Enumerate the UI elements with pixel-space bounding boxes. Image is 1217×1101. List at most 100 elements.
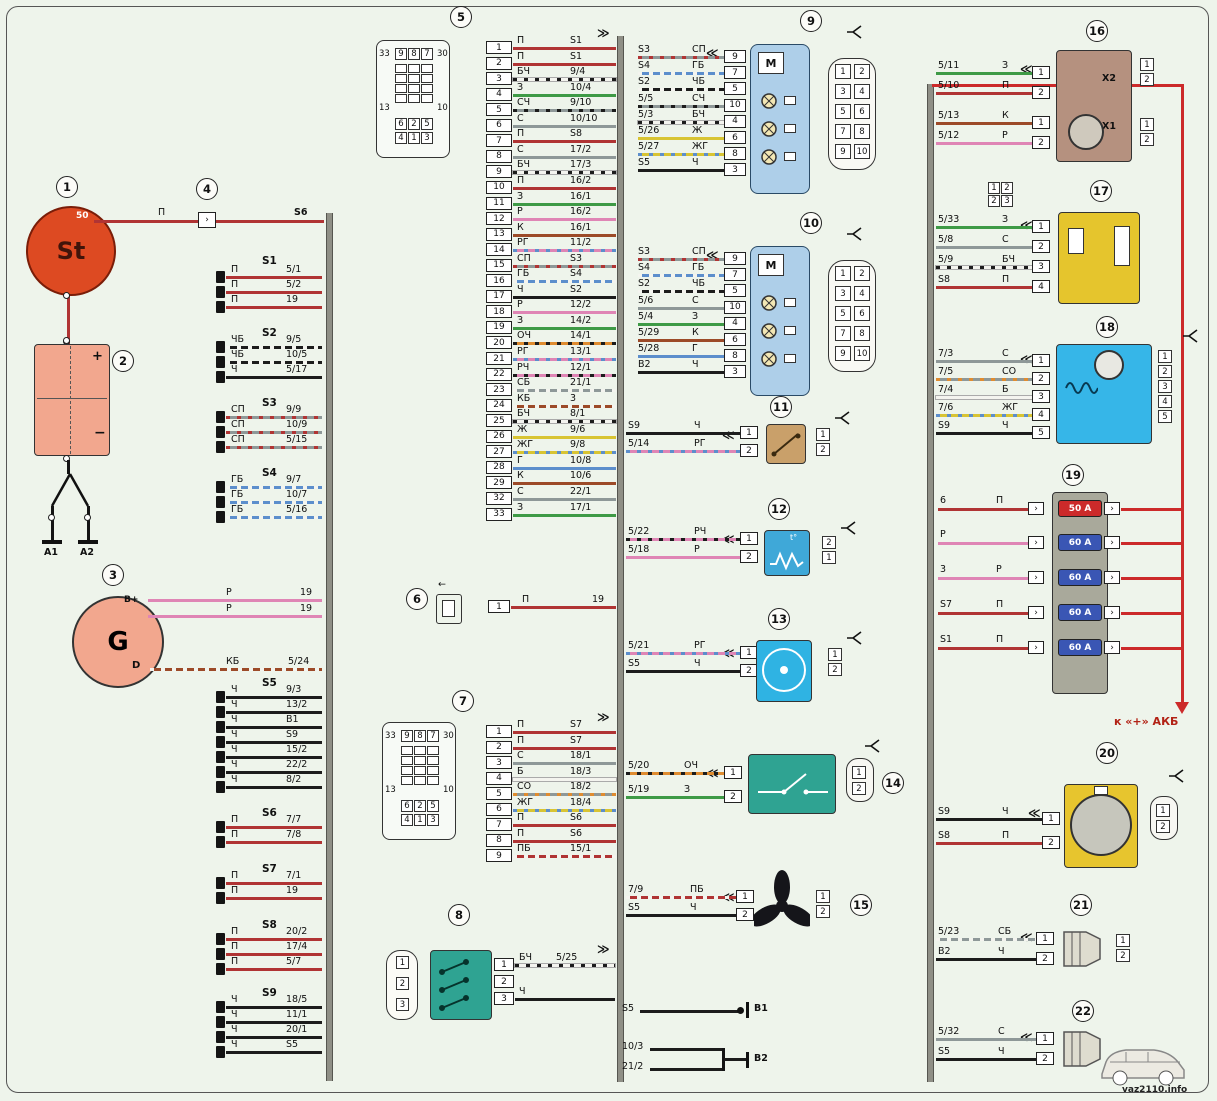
connector-cell — [408, 64, 420, 73]
wire-П — [936, 842, 1042, 845]
connector-cell — [395, 64, 407, 73]
wire-label: 18/2 — [570, 781, 592, 793]
wire-label: П — [517, 719, 525, 730]
pin-box: 2 — [1032, 240, 1050, 253]
wire-label: Р — [1002, 130, 1008, 141]
pump-hub-icon — [780, 666, 788, 674]
wire-РЧ — [513, 373, 616, 377]
wire-label: 10/6 — [570, 470, 592, 482]
pin-box: 24 — [486, 398, 512, 412]
pin-box: 10 — [724, 98, 746, 112]
pin-box: 2 — [740, 444, 758, 457]
pin-box: 1 — [1036, 932, 1054, 945]
dev14-connector — [846, 758, 874, 802]
pin-box: 2 — [724, 790, 742, 803]
wire-label: 8/1 — [570, 408, 586, 420]
splice-terminal — [216, 1046, 225, 1058]
wire-label: S8 — [570, 128, 583, 140]
wire-label: П — [517, 35, 525, 46]
wire-З — [626, 796, 724, 799]
resistor-icon — [784, 152, 796, 161]
ground-fork-wire — [39, 472, 101, 508]
connector-cell — [414, 776, 426, 785]
splice-terminal — [216, 481, 225, 493]
wire-label: 19 — [300, 587, 313, 598]
wire-label: 7/9 — [628, 884, 644, 895]
splice-terminal — [216, 781, 225, 793]
wire-label: 5/14 — [628, 438, 650, 449]
wire-Ч — [226, 786, 322, 789]
wire-С — [513, 497, 616, 501]
wire-label: 19 — [300, 603, 313, 614]
wire-label: 17/2 — [570, 143, 592, 155]
connector-cell: 3 — [1158, 380, 1172, 393]
wire-label: 20/2 — [286, 926, 308, 937]
connector-arrow-icon: › — [1104, 641, 1120, 654]
wire-label: 10/9 — [286, 419, 308, 430]
wire-label: П — [231, 941, 239, 952]
pin-box: 21 — [486, 352, 512, 365]
harness-chevron-icon: ≪ — [1020, 1030, 1033, 1044]
motor-label: М — [758, 52, 784, 74]
fusebox-body — [1052, 492, 1108, 694]
wire-label: 13/1 — [570, 346, 592, 357]
wire-П — [513, 140, 616, 144]
connector-cell: 2 — [1001, 182, 1013, 194]
connector-cell: 9 — [395, 48, 407, 60]
wire-label: ЧБ — [692, 76, 706, 88]
pin-box: 5 — [486, 103, 512, 117]
pin-box: 15 — [486, 258, 512, 272]
lamp-icon — [760, 350, 778, 368]
wire-label: П — [158, 207, 166, 218]
wire-ГБ — [638, 72, 724, 76]
wire-label: 9/7 — [286, 474, 302, 485]
wire-Ч — [638, 371, 724, 375]
wire-label: 14/1 — [570, 330, 592, 342]
component-badge: 10 — [800, 212, 822, 234]
wire-З — [513, 93, 616, 97]
pin-box: 6 — [486, 802, 512, 816]
wire-П — [513, 62, 616, 66]
connector-cell: 1 — [828, 648, 842, 661]
wire-label: ОЧ — [684, 760, 698, 771]
wire-СО — [936, 378, 1032, 381]
pin-box: 26 — [486, 429, 512, 443]
connector-cell: 2 — [1116, 949, 1130, 962]
pin-box: 1 — [1032, 220, 1050, 233]
pin-box: 14 — [486, 243, 512, 257]
pin-box: 1 — [1032, 66, 1050, 79]
connector-arrow-icon: › — [1104, 502, 1120, 515]
wire-Ж — [513, 435, 616, 439]
power-feed-wire — [1121, 577, 1181, 580]
wire-ПБ — [513, 855, 616, 859]
wire-label: ЖГ — [1002, 402, 1019, 413]
splice-terminal — [216, 356, 225, 368]
wire-СБ — [936, 938, 1036, 941]
pin-box: 9 — [724, 252, 746, 265]
wire-label: S1 — [570, 35, 583, 46]
splice-terminal — [216, 706, 225, 718]
wire-Р — [148, 615, 322, 618]
pin-box: 17 — [486, 289, 512, 303]
connector-cell: 2 — [1140, 73, 1154, 86]
wire-Ч — [226, 376, 322, 379]
motor-label: М — [758, 254, 784, 276]
pin-box: 2 — [740, 550, 758, 563]
connector-cell — [427, 756, 439, 765]
pin-box: 29 — [486, 476, 512, 490]
wire-П — [226, 938, 322, 941]
motor-icon — [1068, 114, 1104, 150]
battery-minus-sign: − — [94, 425, 106, 441]
wire-БЧ — [513, 420, 616, 424]
pin-box: 2 — [494, 975, 514, 988]
wire-label: СП — [231, 434, 245, 445]
wire-label: В2 — [938, 946, 951, 957]
wire-ЧБ — [638, 290, 724, 294]
wire-label: С — [517, 143, 524, 155]
lamp-icon — [760, 92, 778, 110]
wire-label: СБ — [998, 926, 1012, 937]
wire-label: S9 — [938, 420, 951, 431]
harness-chevron-icon: ≫ — [597, 710, 610, 724]
connector-cell — [414, 766, 426, 775]
